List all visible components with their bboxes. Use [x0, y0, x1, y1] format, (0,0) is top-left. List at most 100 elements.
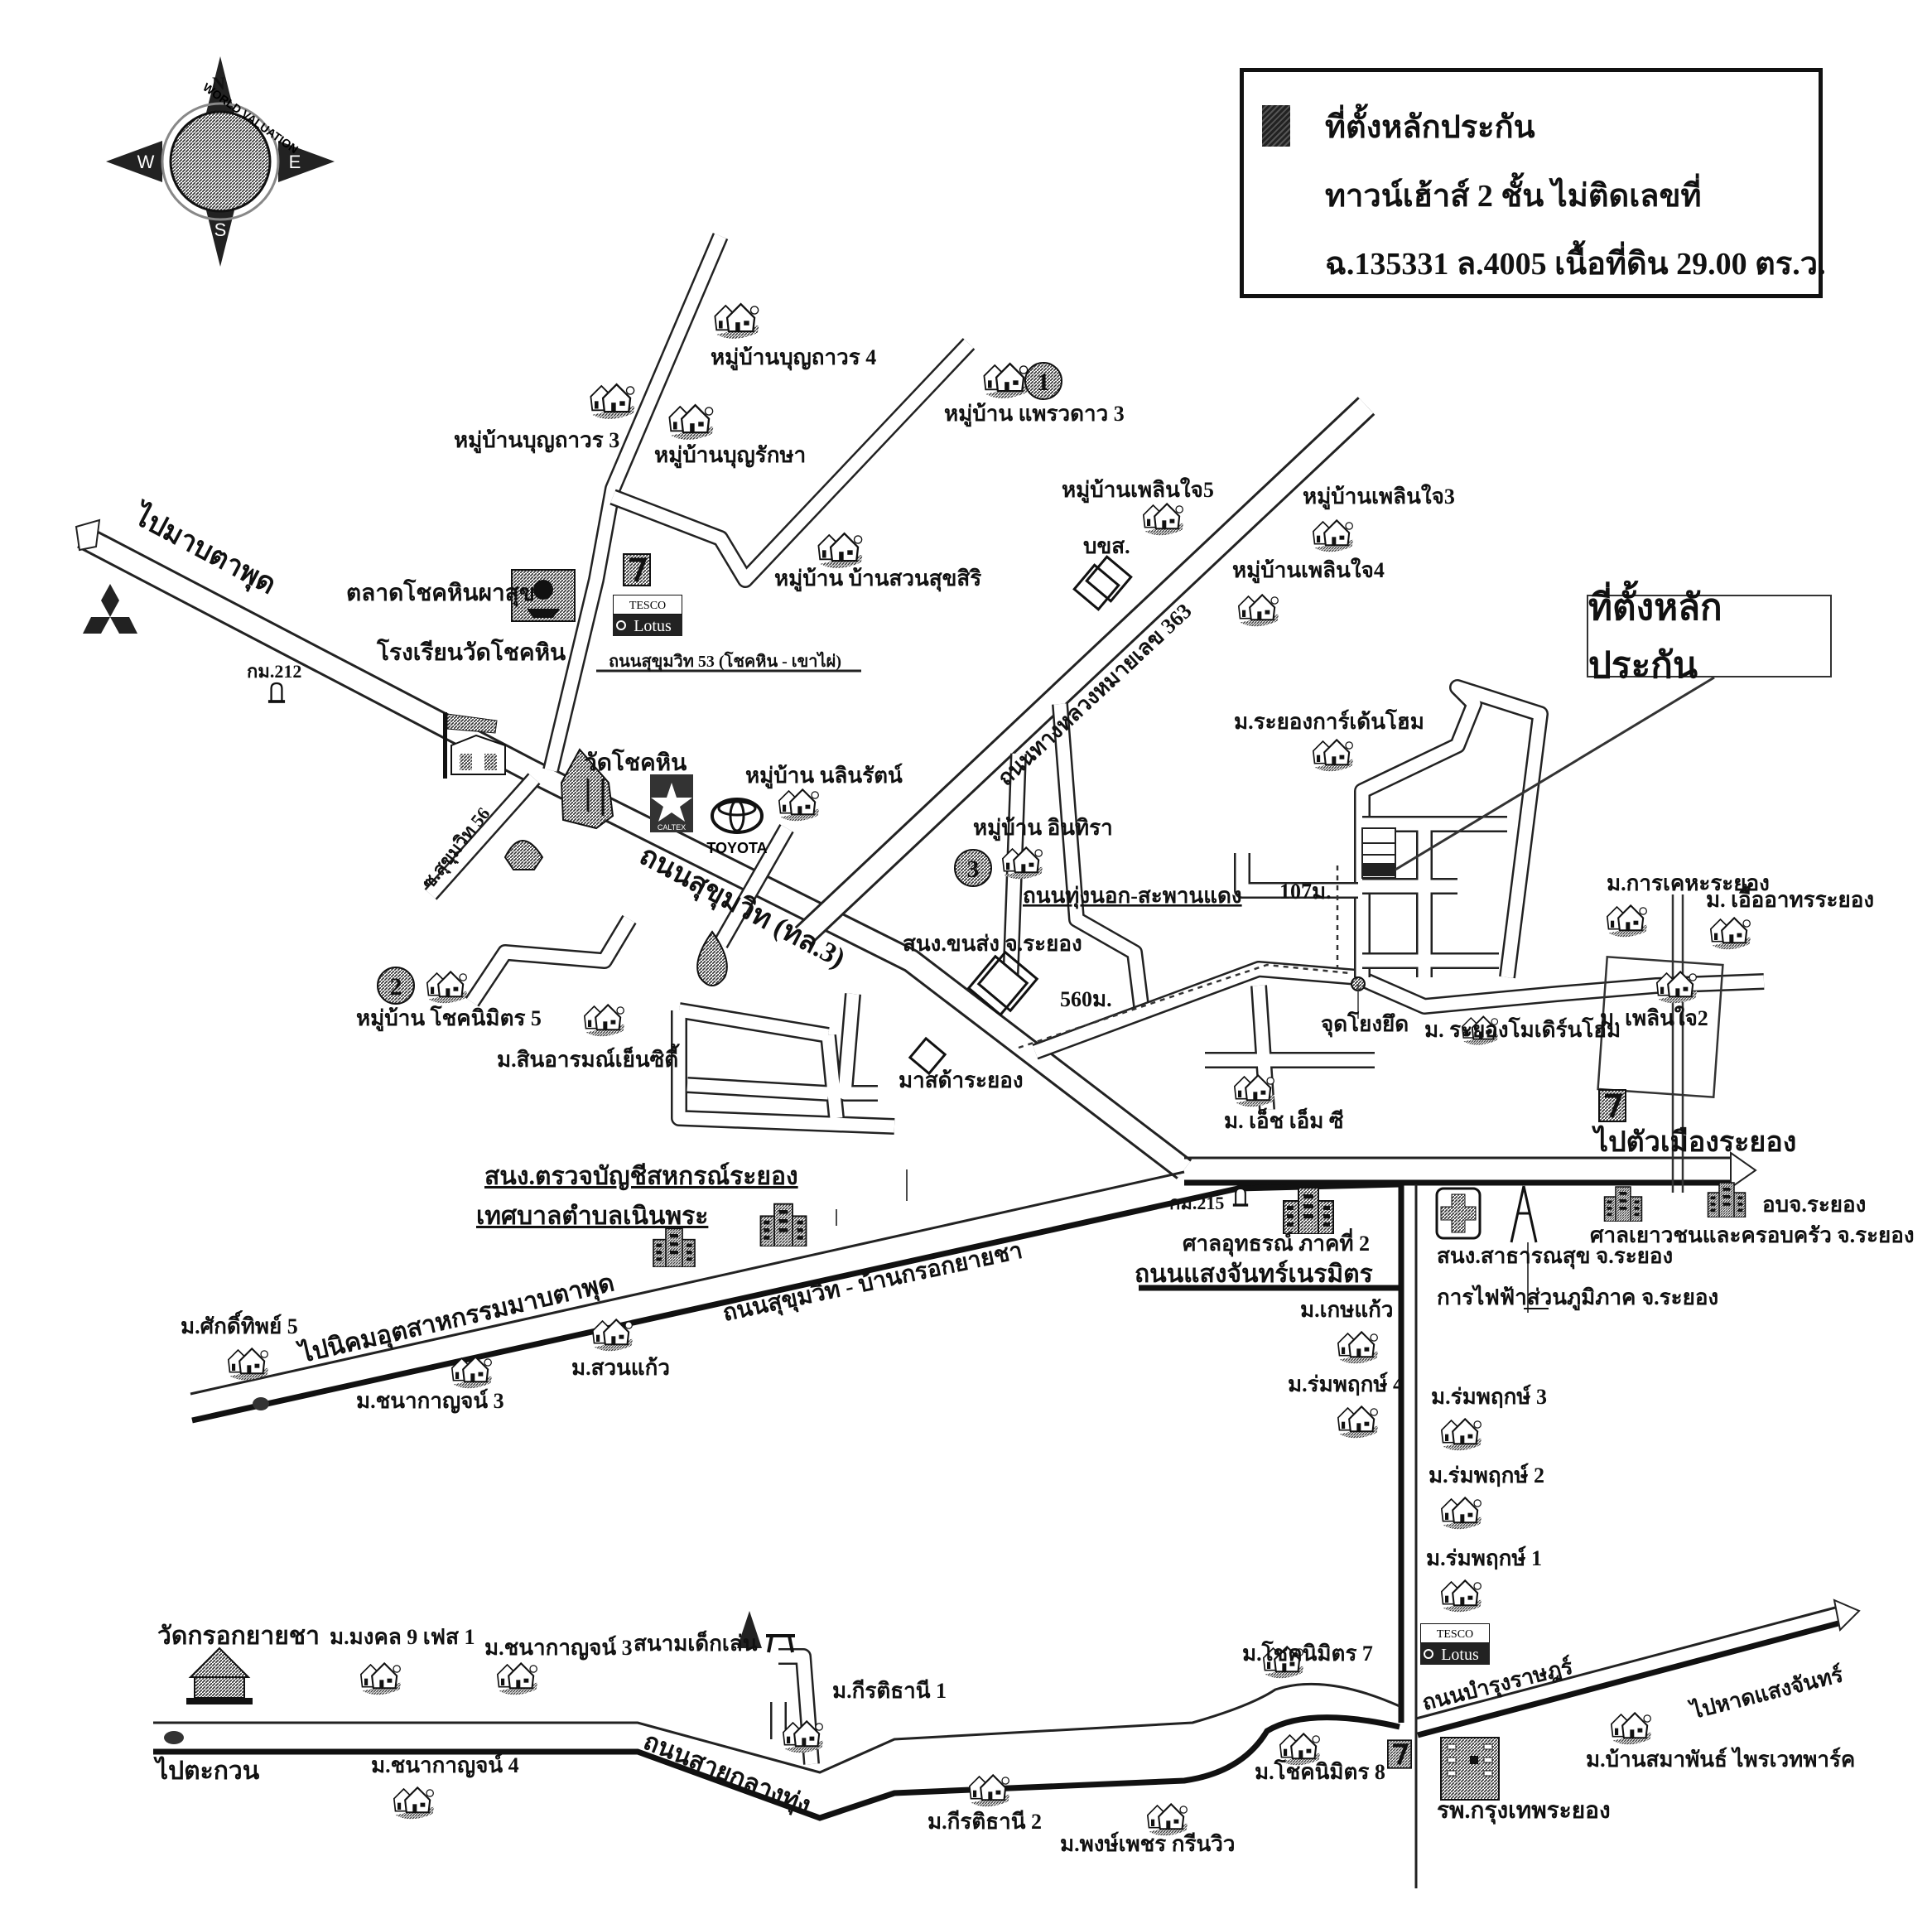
subject-property-marker[interactable]	[1362, 863, 1395, 876]
house-icon	[1001, 846, 1044, 880]
marker-2: 2	[377, 967, 415, 1005]
house-icon	[668, 403, 715, 441]
label-chokniimit8: ม.โชคนิมิตร 8	[1255, 1758, 1385, 1784]
label-romphruek2: ม.ร่มพฤกษ์ 2	[1429, 1463, 1544, 1487]
label-transport-office: สนง.ขนส่ง จ.ระยอง	[903, 932, 1082, 956]
label-playground: สนามเด็กเล่น	[634, 1630, 758, 1656]
label-sinarom: ม.สินอารมณ์เย็นซิตี้	[497, 1043, 680, 1072]
house-icon	[1440, 1418, 1483, 1452]
subject-estate-roads	[1354, 679, 1549, 979]
seven-eleven-icon	[624, 554, 650, 586]
label-chanakan3-b: ม.ชนากาญจน์ 3	[484, 1635, 633, 1661]
label-pea: การไฟฟ้าส่วนภูมิภาค จ.ระยอง	[1437, 1284, 1718, 1311]
compass-e-label: E	[289, 152, 301, 172]
label-mazda: มาสด้าระยอง	[899, 1068, 1024, 1092]
house-icon	[591, 1319, 634, 1352]
pao-office-icon	[1707, 1181, 1747, 1217]
label-distance-107: 107ม.	[1279, 880, 1332, 904]
tesco-lotus-icon	[613, 595, 682, 636]
mazda-estate-roads	[671, 993, 895, 1135]
house-icon	[227, 1348, 270, 1381]
subject-property-swatch-icon	[1262, 105, 1290, 147]
health-office-icon	[1435, 1187, 1482, 1240]
house-icon	[496, 1662, 539, 1696]
house-icon	[393, 1786, 436, 1820]
legend-swatch-meaning: ที่ตั้งหลักประกัน	[1325, 110, 1535, 145]
label-sukhumvit-56: ซ.สุขุมวิท 56	[417, 803, 495, 894]
caltex-logo: CALTEX	[650, 774, 693, 832]
label-wat-chokhin: วัดโชคหิน	[584, 748, 687, 776]
mitsubishi-logo	[83, 584, 137, 634]
label-suansuksiri: หมู่บ้าน บ้านสวนสุขสิริ	[774, 567, 981, 592]
seven-eleven-icon	[1388, 1740, 1411, 1768]
house-icon	[782, 1720, 825, 1754]
label-wat-krok: วัดกรอกยายชา	[157, 1622, 320, 1650]
label-distance-560: 560ม.	[1060, 987, 1112, 1011]
label-inthira: หมู่บ้าน อินทิรา	[973, 816, 1113, 841]
shell-logo	[503, 840, 544, 870]
house-icon	[1440, 1579, 1483, 1613]
label-pao: อบจ.ระยอง	[1762, 1193, 1866, 1217]
label-thung-nok: ถนนทุ่งนอก-สะพานแดง	[1023, 884, 1242, 909]
label-phraewdao3: หมู่บ้าน แพรวดาว 3	[944, 402, 1125, 427]
label-boonraksa: หมู่บ้านบุญรักษา	[654, 443, 806, 469]
house-icon	[714, 302, 760, 340]
km-post-icon	[1232, 1187, 1249, 1208]
seven-eleven-icon	[1599, 1090, 1626, 1121]
place-labels: หมู่บ้านบุญถาวร 4 หมู่บ้านบุญถาวร 3 หมู่…	[157, 345, 1915, 1856]
label-noen-phra: เทศบาลตำบลเนินพระ	[476, 1203, 708, 1230]
compass-s-label: S	[214, 219, 227, 240]
house-icon	[983, 362, 1029, 400]
label-chokniimit7: ม.โชคนิมิตร 7	[1242, 1640, 1373, 1666]
appeal-court-icon	[1282, 1186, 1335, 1234]
label-rayong-modern: ม. ระยองโมเดิร์นโฮม	[1424, 1016, 1621, 1042]
label-suankaeo: ม.สวนแก้ว	[571, 1356, 670, 1380]
bkhs-building-icon	[1072, 555, 1133, 611]
house-icon	[1655, 971, 1698, 1005]
marker-3: 3	[954, 849, 992, 887]
label-market: ตลาดโชคหินผาสุข	[346, 578, 535, 607]
road-sai-klang-thung	[153, 1682, 1400, 1821]
compass-rose: N S W E WORLD VALUATION	[106, 56, 335, 267]
label-karakeha: ม.การเคหะระยอง	[1607, 871, 1770, 895]
svg-text:1: 1	[1038, 369, 1050, 396]
toyota-logo: TOYOTA	[706, 798, 768, 856]
label-sakdithip5: ม.ศักดิ์ทิพย์ 5	[181, 1309, 298, 1338]
label-phloenchai3: หมู่บ้านเพลินใจ3	[1303, 484, 1455, 510]
wat-krok-temple-icon	[186, 1647, 253, 1704]
school-icon	[443, 712, 506, 779]
market-icon	[511, 569, 576, 622]
house-icon	[1337, 1331, 1380, 1365]
house-icon	[359, 1662, 402, 1696]
label-romphruek4: ม.ร่มพฤกษ์ 4	[1288, 1372, 1404, 1396]
label-samaphan: ม.บ้านสมาพันธ์ ไพรเวทพาร์ค	[1586, 1746, 1855, 1772]
hmc-estate-roads	[1205, 985, 1375, 1111]
hospital-building-icon	[1440, 1737, 1500, 1801]
tesco-lotus-icon	[1420, 1623, 1490, 1665]
house-icon	[583, 1004, 626, 1038]
house-icon	[817, 532, 864, 570]
road-bamrung-rat	[1415, 1598, 1861, 1738]
km-post-icon	[267, 682, 286, 704]
label-boonthavorn3: หมู่บ้านบุญถาวร 3	[454, 428, 619, 454]
label-krittithani2: ม.กีรติธานี 2	[927, 1810, 1042, 1834]
label-uea-athorn: ม. เอื้ออาทรระยอง	[1706, 883, 1874, 912]
house-icon	[1146, 1803, 1189, 1837]
ptt-logo	[696, 930, 728, 986]
house-icon	[590, 383, 636, 421]
label-health-office: สนง.สาธารณสุข จ.ระยอง	[1437, 1244, 1673, 1270]
compass-east-point	[278, 141, 335, 182]
house-icon	[778, 788, 821, 822]
compass-n-label: N	[212, 73, 225, 94]
playground-icon	[737, 1611, 795, 1653]
transport-office-building-icon	[966, 950, 1039, 1017]
label-boonthavorn4: หมู่บ้านบุญถาวร 4	[711, 345, 876, 371]
svg-text:CALTEX: CALTEX	[658, 823, 686, 832]
house-icon	[1606, 904, 1649, 938]
label-to-takuan: ไปตะกวน	[153, 1756, 260, 1785]
label-romphruek1: ม.ร่มพฤกษ์ 1	[1426, 1545, 1542, 1570]
house-icon	[450, 1356, 494, 1390]
globe-icon	[169, 110, 272, 213]
label-chokniimit5: หมู่บ้าน โชคนิมิตร 5	[356, 1005, 542, 1032]
